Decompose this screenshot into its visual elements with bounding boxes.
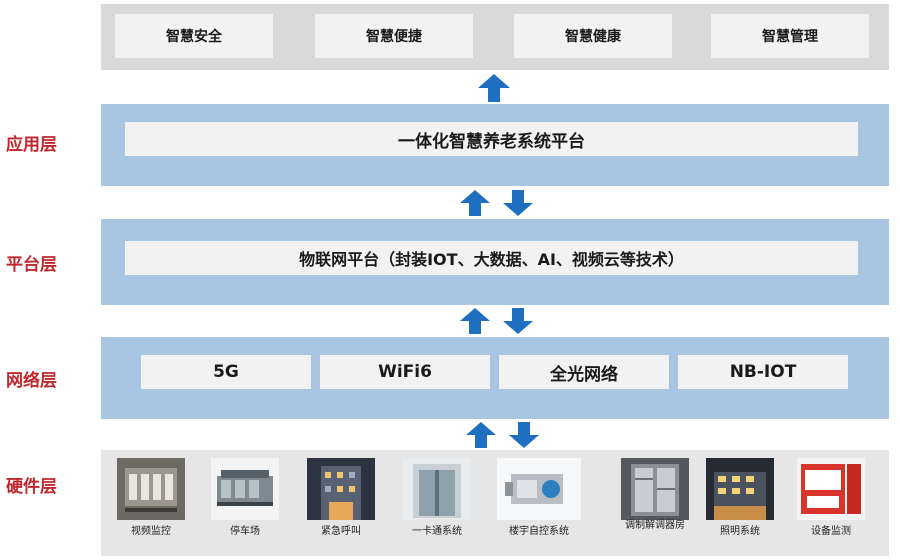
- hardware-item-emergency: 紧急呼叫: [295, 458, 387, 550]
- down-arrow-icon: [503, 308, 533, 334]
- hardware-item-modem: 调制解调器房: [609, 458, 701, 550]
- up-arrow-icon: [466, 422, 496, 448]
- hardware-item-label: 一卡通系统: [412, 526, 462, 537]
- hardware-item-label: 照明系统: [720, 526, 760, 537]
- top-box-management: 智慧管理: [711, 14, 869, 58]
- top-band: 智慧安全 智慧便捷 智慧健康 智慧管理: [101, 4, 889, 70]
- hardware-item-monitoring: 设备监测: [785, 458, 877, 550]
- equipment-cabinet-image: [621, 458, 689, 520]
- down-arrow-icon: [509, 422, 539, 448]
- hardware-item-label: 视频监控: [131, 526, 171, 537]
- hardware-item-lighting: 照明系统: [694, 458, 786, 550]
- up-arrow-icon: [460, 190, 490, 216]
- lighting-building-image: [706, 458, 774, 520]
- down-arrow-icon: [503, 190, 533, 216]
- hardware-item-label: 停车场: [230, 526, 260, 537]
- gate-image: [403, 458, 471, 520]
- application-layer-label: 应用层: [6, 135, 57, 155]
- server-rack-image: [117, 458, 185, 520]
- hardware-item-bas: 楼宇自控系统: [493, 458, 585, 550]
- hvac-unit-image: [497, 458, 581, 520]
- machine-image: [211, 458, 279, 520]
- building-night-image: [307, 458, 375, 520]
- top-box-safety: 智慧安全: [115, 14, 273, 58]
- application-platform-box: 一体化智慧养老系统平台: [125, 122, 858, 156]
- hardware-item-card: 一卡通系统: [391, 458, 483, 550]
- network-band: 5G WiFi6 全光网络 NB-IOT: [101, 337, 889, 419]
- hardware-item-parking: 停车场: [199, 458, 291, 550]
- hardware-item-label: 调制解调器房: [625, 520, 685, 531]
- platform-layer-label: 平台层: [6, 255, 57, 275]
- network-box-5g: 5G: [141, 355, 311, 389]
- application-band: 一体化智慧养老系统平台: [101, 104, 889, 186]
- network-box-nbiot: NB-IOT: [678, 355, 848, 389]
- hardware-item-label: 楼宇自控系统: [509, 526, 569, 537]
- hardware-item-label: 紧急呼叫: [321, 526, 361, 537]
- hardware-item-label: 设备监测: [811, 526, 851, 537]
- up-arrow-icon: [478, 74, 510, 102]
- network-box-optical: 全光网络: [499, 355, 669, 389]
- platform-band: 物联网平台（封装IOT、大数据、AI、视频云等技术）: [101, 219, 889, 305]
- top-box-convenience: 智慧便捷: [315, 14, 473, 58]
- hardware-band: 视频监控 停车场 紧急呼叫: [101, 450, 889, 556]
- top-box-health: 智慧健康: [514, 14, 672, 58]
- network-layer-label: 网络层: [6, 371, 57, 391]
- iot-platform-box: 物联网平台（封装IOT、大数据、AI、视频云等技术）: [125, 241, 858, 275]
- hardware-layer-label: 硬件层: [6, 477, 57, 497]
- network-box-wifi6: WiFi6: [320, 355, 490, 389]
- hardware-item-video: 视频监控: [105, 458, 197, 550]
- monitor-panel-image: [797, 458, 865, 520]
- up-arrow-icon: [460, 308, 490, 334]
